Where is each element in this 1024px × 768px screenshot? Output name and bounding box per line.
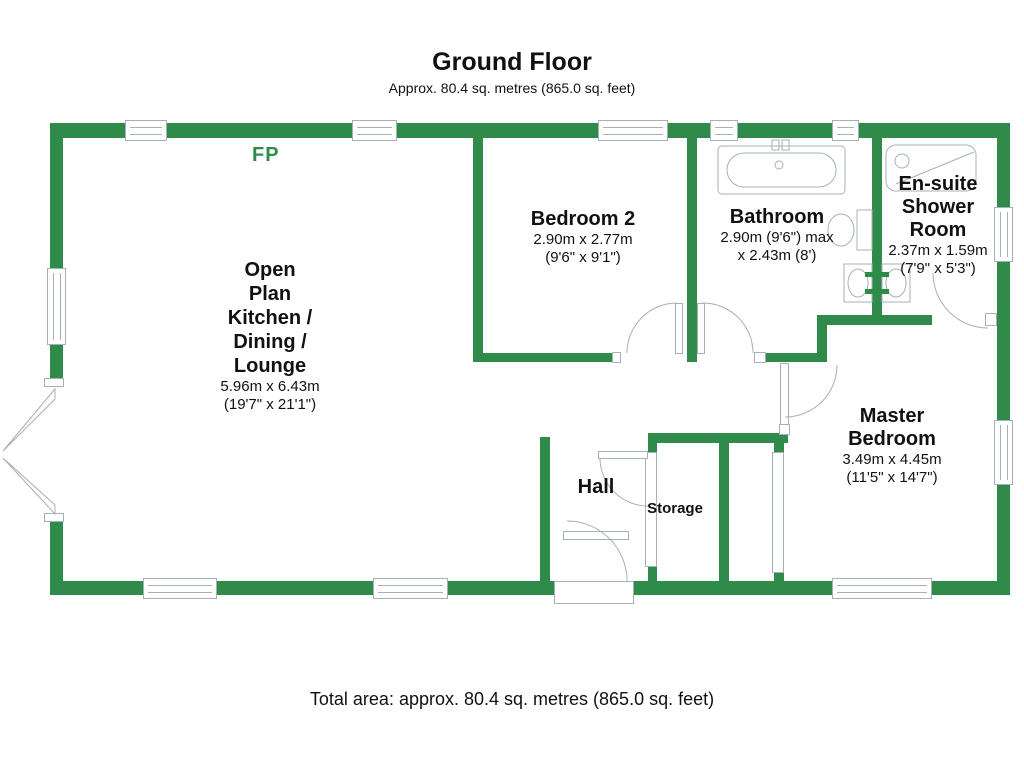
master-door-leaf [780,363,789,425]
ensuite-sink-icon [881,263,911,303]
room-label-bathroom: Bathroom 2.90m (9'6") max x 2.43m (8') [720,206,834,264]
page-subtitle: Approx. 80.4 sq. metres (865.0 sq. feet) [388,80,636,96]
storage-door-leaf [598,451,648,459]
window [710,120,738,141]
sink-taps-icon [865,272,889,294]
wall-bathroom-bottom [820,315,875,325]
room-label-hall: Hall [577,476,615,498]
window [373,578,448,599]
wall-storage-left-stub-bottom [648,565,657,583]
window [352,120,397,141]
toilet-icon [827,209,873,251]
entrance-door-arc [566,520,628,582]
fireplace-label: FP [252,144,280,166]
wall-bedroom2-bottom [473,353,619,362]
master-door-arc [784,364,838,418]
wall-outer-top [50,123,1010,138]
shower-icon [885,144,977,192]
wall-ensuite-bottom [872,315,932,325]
cupboard-door [772,452,784,573]
wall-bedroom2-left [473,123,483,362]
room-label-storage: Storage [647,500,703,517]
room-label-bedroom2: Bedroom 2 2.90m x 2.77m (9'6" x 9'1") [530,208,636,266]
page-title: Ground Floor [432,48,592,76]
window [143,578,217,599]
room-label-open-plan: Open Plan Kitchen / Dining / Lounge 5.96… [220,259,320,413]
bathroom-door-leaf [697,303,705,354]
wall-bathroom-ensuite [872,123,882,325]
ensuite-door-arc [932,272,989,329]
room-label-master: Master Bedroom 3.49m x 4.45m (11'5" x 14… [842,405,942,486]
wall-outer-bottom [50,581,1010,595]
storage-door-frame [645,452,657,567]
storage-door-arc [599,457,649,507]
wall-bathroom-step [817,315,827,357]
room-label-ensuite: En-suite Shower Room 2.37m x 1.59m (7'9"… [888,173,988,277]
window [125,120,167,141]
opening-french-doors [50,385,63,515]
bedroom2-door-arc [626,302,678,354]
french-doors-icon [2,387,56,516]
wall-cupboard-right-stub-top [774,443,784,452]
window [47,268,66,345]
door-jamb [612,352,621,363]
window [994,207,1013,262]
wall-corridor-top [766,353,827,362]
door-jamb [754,352,766,363]
window [994,420,1013,485]
bedroom2-door-leaf [675,303,683,354]
bathroom-sink-icon [843,263,873,303]
door-jamb [985,313,997,326]
wall-cupboard-right-stub-bottom [774,573,784,583]
total-area-text: Total area: approx. 80.4 sq. metres (865… [309,689,715,709]
wall-storage-divider [719,443,729,583]
entrance-door-leaf [563,531,629,540]
wall-storage-top [648,433,788,443]
window [832,578,932,599]
bathroom-door-arc [702,302,754,354]
bathtub-icon [717,139,846,195]
window [832,120,859,141]
wall-bedroom2-bathroom [687,123,697,362]
window [598,120,668,141]
wall-hall-left [540,437,550,583]
door-jamb [44,378,64,387]
wall-storage-left-stub-top [648,443,657,452]
entrance-threshold [554,581,634,604]
